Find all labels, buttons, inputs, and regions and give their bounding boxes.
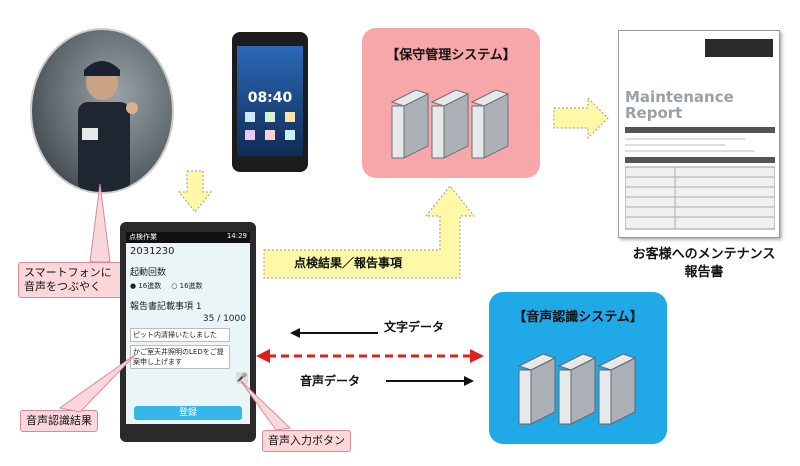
maintenance-system-box: 【保守管理システム】: [362, 28, 540, 178]
voice-link-dashed-arrow: [256, 349, 484, 363]
app-icons: [245, 112, 295, 140]
report-arrow: [553, 96, 609, 140]
text-line-2[interactable]: かご室天井照明のLEDをご提案申し上げます: [130, 345, 230, 369]
record-id: 2031230: [130, 246, 175, 257]
app-phone: 点検作業 14:29 2031230 起動回数 ● 16進数 ○ 16進数 報告…: [120, 222, 256, 442]
worker-photo: [30, 28, 174, 194]
voice-data-arrow: [386, 376, 474, 386]
radio-a-label: 16進数: [138, 282, 162, 290]
mic-icon[interactable]: 🎤: [236, 372, 248, 384]
smartphone-device: 08:40: [232, 32, 308, 172]
report-heading: Maintenance Report: [625, 88, 734, 122]
radio-option-a[interactable]: ● 16進数: [130, 282, 162, 290]
text-data-label: 文字データ: [384, 320, 445, 334]
report-caption-line1: お客様へのメンテナンス: [632, 247, 776, 262]
radio-option-b[interactable]: ○ 16進数: [171, 282, 203, 290]
callout-recognition-result: 音声認識結果: [20, 410, 98, 432]
report-caption-line2: 報告書: [684, 265, 724, 280]
radio-b-label: 16進数: [179, 282, 203, 290]
callout-recognition-pointer: [58, 353, 137, 413]
text-data-arrow: [290, 328, 378, 338]
report-header-block: [705, 39, 773, 57]
inspection-result-arrow: [263, 185, 476, 279]
callout-speak-pointer: [89, 183, 111, 263]
callout-voice-input-button: 音声入力ボタン: [262, 430, 351, 452]
maintenance-servers: [390, 89, 510, 159]
app-name: 点検作業: [129, 233, 157, 241]
smartphone-screen: 08:40: [237, 46, 303, 156]
status-time: 14:29: [226, 232, 247, 240]
text-line-1[interactable]: ピット内清掃いたしました: [130, 328, 230, 342]
report-caption: お客様へのメンテナンス 報告書: [624, 246, 784, 282]
worker-illustration: [78, 61, 138, 192]
down-arrow: [178, 170, 212, 213]
status-bar: 点検作業 14:29: [126, 232, 250, 243]
voice-recognition-system-box: 【音声認識システム】: [489, 292, 667, 444]
voice-system-title: 【音声認識システム】: [513, 310, 643, 325]
smartphone-clock: 08:40: [247, 90, 293, 106]
register-button[interactable]: 登録: [134, 406, 242, 420]
app-screen: 点検作業 14:29 2031230 起動回数 ● 16進数 ○ 16進数 報告…: [126, 232, 250, 424]
start-count-label: 起動回数: [130, 268, 167, 278]
char-counter: 35 / 1000: [202, 314, 246, 324]
voice-data-label: 音声データ: [300, 374, 361, 388]
maintenance-system-title: 【保守管理システム】: [386, 48, 516, 63]
maintenance-report-document: Maintenance Report: [618, 30, 780, 238]
report-table: [625, 127, 775, 230]
callout-speak: スマートフォンに 音声をつぶやく: [18, 262, 124, 298]
inspection-result-label: 点検結果／報告事項: [294, 256, 403, 270]
report-item-label: 報告書記載事項 1: [130, 302, 202, 312]
callout-voice-input-pointer: [239, 379, 292, 431]
voice-servers: [517, 353, 637, 425]
